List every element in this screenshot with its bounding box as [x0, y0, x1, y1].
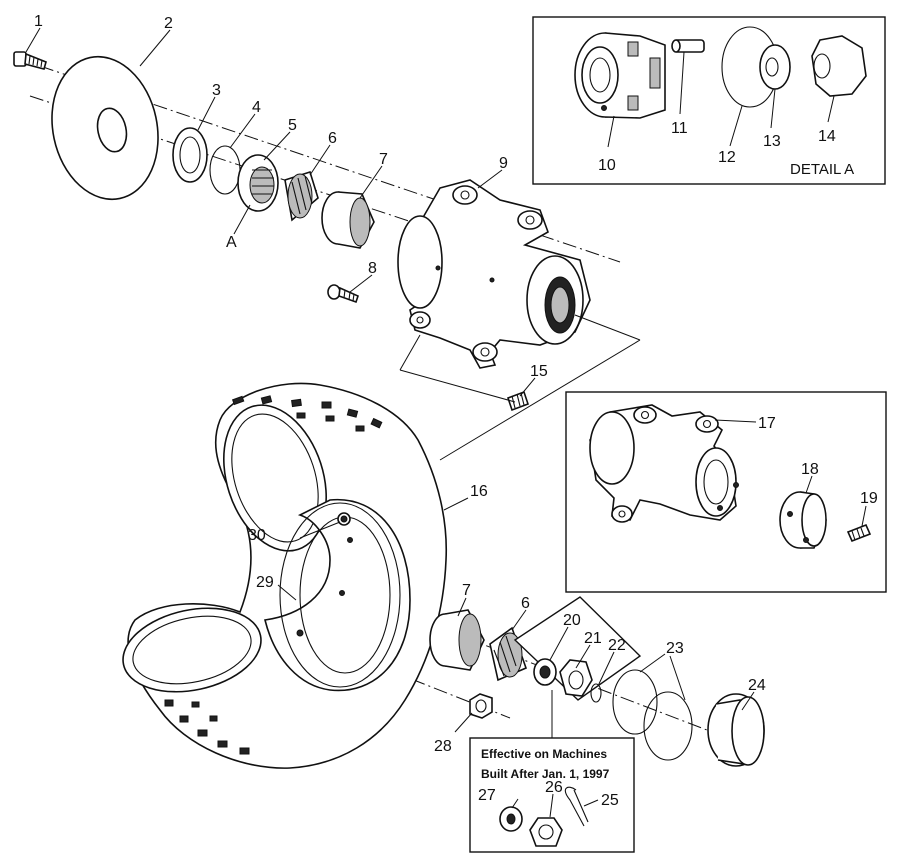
- callout-20: 20: [563, 612, 581, 629]
- callout-24: 24: [748, 677, 766, 694]
- part-25-cotter-pin: [564, 786, 589, 827]
- part-30-valve: [337, 512, 351, 526]
- lower-leaders: [277, 497, 755, 738]
- part-22-cotter: [590, 683, 602, 703]
- callout-5: 5: [288, 117, 297, 134]
- callout-23: 23: [666, 640, 684, 657]
- part-2-disc: [51, 55, 159, 201]
- part-6b-bearing: [489, 626, 528, 682]
- part-9-hub: [397, 179, 591, 369]
- part-24-hub-cap: [707, 693, 765, 767]
- callout-13: 13: [763, 133, 781, 150]
- detail-a-label: DETAIL A: [790, 161, 854, 178]
- callout-3: 3: [212, 82, 221, 99]
- part-26-nut: [529, 817, 563, 847]
- detail-a-leaders: [607, 51, 835, 148]
- callout-10: 10: [598, 157, 616, 174]
- note-line-1: Effective on Machines: [481, 747, 607, 761]
- callout-27: 27: [478, 787, 496, 804]
- callout-30: 30: [248, 527, 266, 544]
- hub-to-wheel-leaders: [399, 314, 641, 461]
- part-3-seal: [172, 127, 208, 183]
- part-27-washer: [499, 806, 523, 832]
- part-15-stud: [506, 390, 530, 412]
- part-17-hub: [589, 404, 739, 523]
- callout-6: 6: [328, 130, 337, 147]
- part-13-washer: [759, 44, 791, 90]
- callout-16: 16: [470, 483, 488, 500]
- callout-15: 15: [530, 363, 548, 380]
- detail-hub-box: 17 18 19: [565, 391, 887, 593]
- part-20-washer: [533, 658, 557, 686]
- callout-29: 29: [256, 574, 274, 591]
- callout-14: 14: [818, 128, 836, 145]
- part-6-bearing: [284, 170, 319, 222]
- callout-26: 26: [545, 779, 563, 796]
- callout-2: 2: [164, 15, 173, 32]
- detail-a-box: 10 11 12 13 14 DETAIL A: [532, 16, 886, 185]
- part-28-lug-nut: [469, 693, 493, 719]
- note-box: Effective on Machines Built After Jan. 1…: [469, 737, 635, 853]
- callout-8: 8: [368, 260, 377, 277]
- callout-25: 25: [601, 792, 619, 809]
- part-14-nut: [811, 35, 867, 97]
- nut-group-box: [513, 596, 642, 701]
- part-8-screw: [327, 284, 359, 304]
- part-4-snap-ring: [209, 145, 241, 195]
- part-18-cap: [779, 491, 827, 549]
- part-23-o-rings: [612, 669, 693, 761]
- callout-A: A: [226, 234, 237, 251]
- callout-12: 12: [718, 149, 736, 166]
- part-16-tire: [122, 382, 448, 769]
- callout-4: 4: [252, 99, 261, 116]
- note-line-2: Built After Jan. 1, 1997: [481, 767, 610, 781]
- callout-19: 19: [860, 490, 878, 507]
- part-7-cup: [321, 191, 375, 249]
- callout-21: 21: [584, 630, 602, 647]
- callout-18: 18: [801, 461, 819, 478]
- callout-17: 17: [758, 415, 776, 432]
- callout-28: 28: [434, 738, 452, 755]
- part-5-carrier: [237, 154, 279, 212]
- part-21-nut: [559, 659, 593, 697]
- part-11-pin: [671, 39, 705, 53]
- callout-9: 9: [499, 155, 508, 172]
- part-10-carrier: [574, 32, 666, 119]
- callout-1: 1: [34, 13, 43, 30]
- callout-6b: 6: [521, 595, 530, 612]
- callout-7: 7: [379, 151, 388, 168]
- part-19-screw: [846, 523, 872, 543]
- callout-labels: 1 2 3 4 5 6 7 9 A 8 15 16 30 29 7 6 20 2…: [34, 13, 766, 755]
- top-leaders: [25, 27, 536, 397]
- callout-22: 22: [608, 637, 626, 654]
- callout-11: 11: [671, 120, 688, 137]
- callout-7b: 7: [462, 582, 471, 599]
- part-1-bolt: [13, 51, 47, 70]
- part-7b-cup: [429, 609, 485, 671]
